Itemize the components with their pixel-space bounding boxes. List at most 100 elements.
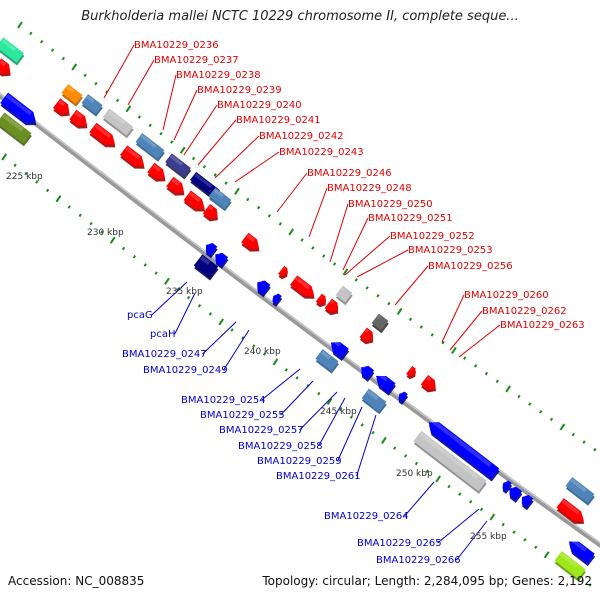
forward-cds — [278, 265, 288, 280]
leader-line — [173, 89, 198, 141]
minor-tick — [338, 407, 343, 412]
feature-block — [335, 285, 353, 306]
minor-tick — [224, 181, 228, 185]
leader-line — [344, 235, 391, 276]
reverse-gene-label: BMA10229_0264 — [324, 511, 409, 522]
genome-stats-text: Topology: circular; Length: 2,284,095 bp… — [262, 574, 592, 588]
minor-tick — [300, 238, 304, 242]
reverse-cds — [361, 364, 375, 382]
minor-tick — [534, 545, 538, 550]
major-tick — [218, 318, 225, 326]
minor-tick — [187, 295, 191, 300]
minor-tick — [528, 402, 532, 406]
reverse-cds — [568, 538, 596, 567]
minor-tick — [484, 371, 489, 376]
minor-tick — [143, 263, 147, 267]
reverse-gene-label: BMA10229_0259 — [257, 456, 342, 467]
minor-tick — [549, 417, 554, 422]
feature-body — [315, 293, 326, 305]
forward-cds — [69, 109, 88, 129]
feature-body — [165, 153, 191, 177]
minor-tick — [376, 293, 380, 298]
reverse-cds — [509, 485, 523, 503]
leader-line — [441, 294, 465, 343]
minor-tick — [100, 230, 104, 234]
feature-track — [0, 37, 596, 582]
reverse-cds — [398, 391, 409, 405]
minor-tick — [50, 48, 55, 52]
feature-block — [565, 477, 595, 506]
kbp-label: 250 kbp — [396, 469, 433, 479]
minor-tick — [523, 537, 527, 542]
minor-tick — [403, 454, 408, 458]
feature-body — [272, 293, 282, 305]
minor-tick — [387, 301, 391, 306]
minor-tick — [371, 430, 375, 435]
leader-line — [197, 119, 237, 166]
minor-tick — [365, 286, 369, 290]
forward-gene-label: BMA10229_0250 — [348, 199, 433, 210]
feature-body — [202, 203, 218, 219]
minor-tick — [67, 205, 71, 209]
feature-body — [521, 495, 534, 508]
feature-body — [278, 265, 288, 277]
feature-body — [361, 388, 387, 412]
feature-gloss — [561, 499, 580, 515]
tick-track — [1, 21, 597, 587]
major-tick — [326, 397, 333, 406]
feature-gloss — [332, 339, 342, 347]
reverse-gene-label: BMA10229_0255 — [200, 410, 285, 421]
forward-gene-label: BMA10229_0236 — [134, 40, 219, 51]
feature-body — [208, 187, 232, 209]
feature-gloss — [258, 278, 263, 284]
feature-body — [135, 133, 165, 159]
feature-body — [398, 391, 408, 403]
minor-tick — [593, 447, 597, 452]
leader-line — [329, 203, 349, 263]
feature-gloss — [194, 173, 213, 188]
minor-tick — [517, 394, 521, 399]
minor-tick — [332, 262, 337, 266]
forward-cds — [120, 145, 145, 169]
feature-gloss — [246, 234, 256, 242]
minor-tick — [349, 415, 353, 419]
feature-gloss — [426, 376, 432, 382]
forward-gene-label: BMA10229_0256 — [428, 261, 513, 272]
reverse-gene-label: BMA10229_0261 — [276, 471, 361, 482]
minor-tick — [121, 246, 126, 251]
leader-line — [449, 310, 483, 351]
major-tick — [342, 268, 349, 276]
reverse-cds — [205, 241, 218, 259]
forward-gene-label: BMA10229_0242 — [259, 131, 344, 142]
feature-body — [183, 190, 205, 209]
forward-cds — [315, 293, 327, 308]
feature-gloss — [208, 205, 214, 211]
forward-cds — [0, 92, 37, 126]
feature-body — [0, 58, 11, 74]
minor-tick — [582, 440, 586, 444]
feature-body — [89, 122, 116, 145]
kbp-label: 240 kbp — [244, 347, 281, 357]
minor-tick — [354, 278, 358, 282]
feature-body — [324, 298, 338, 313]
feature-gloss — [0, 59, 7, 67]
feature-body — [147, 162, 166, 179]
leader-line — [456, 520, 488, 561]
feature-gloss — [523, 493, 527, 498]
forward-cds — [241, 232, 260, 252]
reverse-cds — [215, 251, 229, 269]
feature-gloss — [364, 328, 369, 334]
minor-tick — [441, 340, 445, 345]
minor-tick — [495, 379, 499, 383]
feature-body — [61, 84, 83, 104]
feature-gloss — [362, 364, 367, 369]
minor-tick — [430, 333, 434, 337]
feature-gloss — [140, 134, 157, 149]
minor-tick — [13, 163, 17, 168]
major-tick — [288, 228, 295, 236]
forward-cds — [359, 327, 374, 345]
accession-text: Accession: NC_008835 — [8, 574, 145, 588]
feature-block — [361, 388, 387, 415]
minor-tick — [414, 461, 419, 466]
major-tick — [543, 551, 550, 559]
